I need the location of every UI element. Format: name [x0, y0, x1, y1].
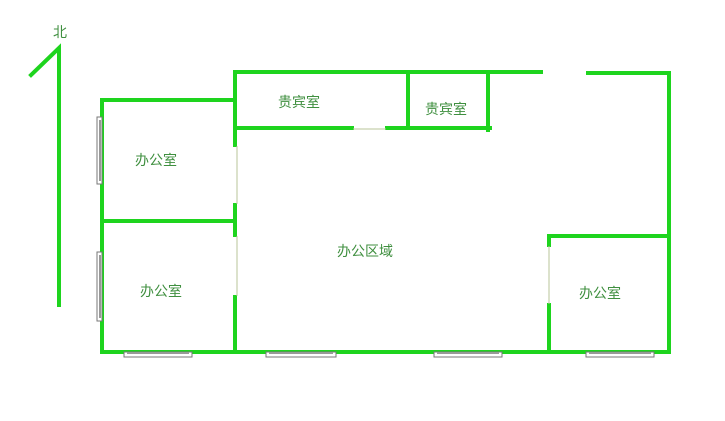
room-label-vip-2: 贵宾室	[425, 101, 467, 118]
north-label: 北	[53, 25, 67, 41]
north-arrow: 北	[28, 25, 67, 307]
windows	[96, 116, 655, 358]
room-label-office-area: 办公区域	[337, 244, 393, 260]
room-label-vip-1: 贵宾室	[278, 94, 320, 111]
room-label-office-2: 办公室	[140, 283, 182, 300]
door-openings	[236, 128, 550, 304]
room-label-office-1: 办公室	[135, 152, 177, 169]
walls	[100, 70, 671, 354]
room-labels: 贵宾室 贵宾室 办公室 办公区域 办公室 办公室	[135, 94, 621, 302]
room-label-office-3: 办公室	[579, 285, 621, 302]
